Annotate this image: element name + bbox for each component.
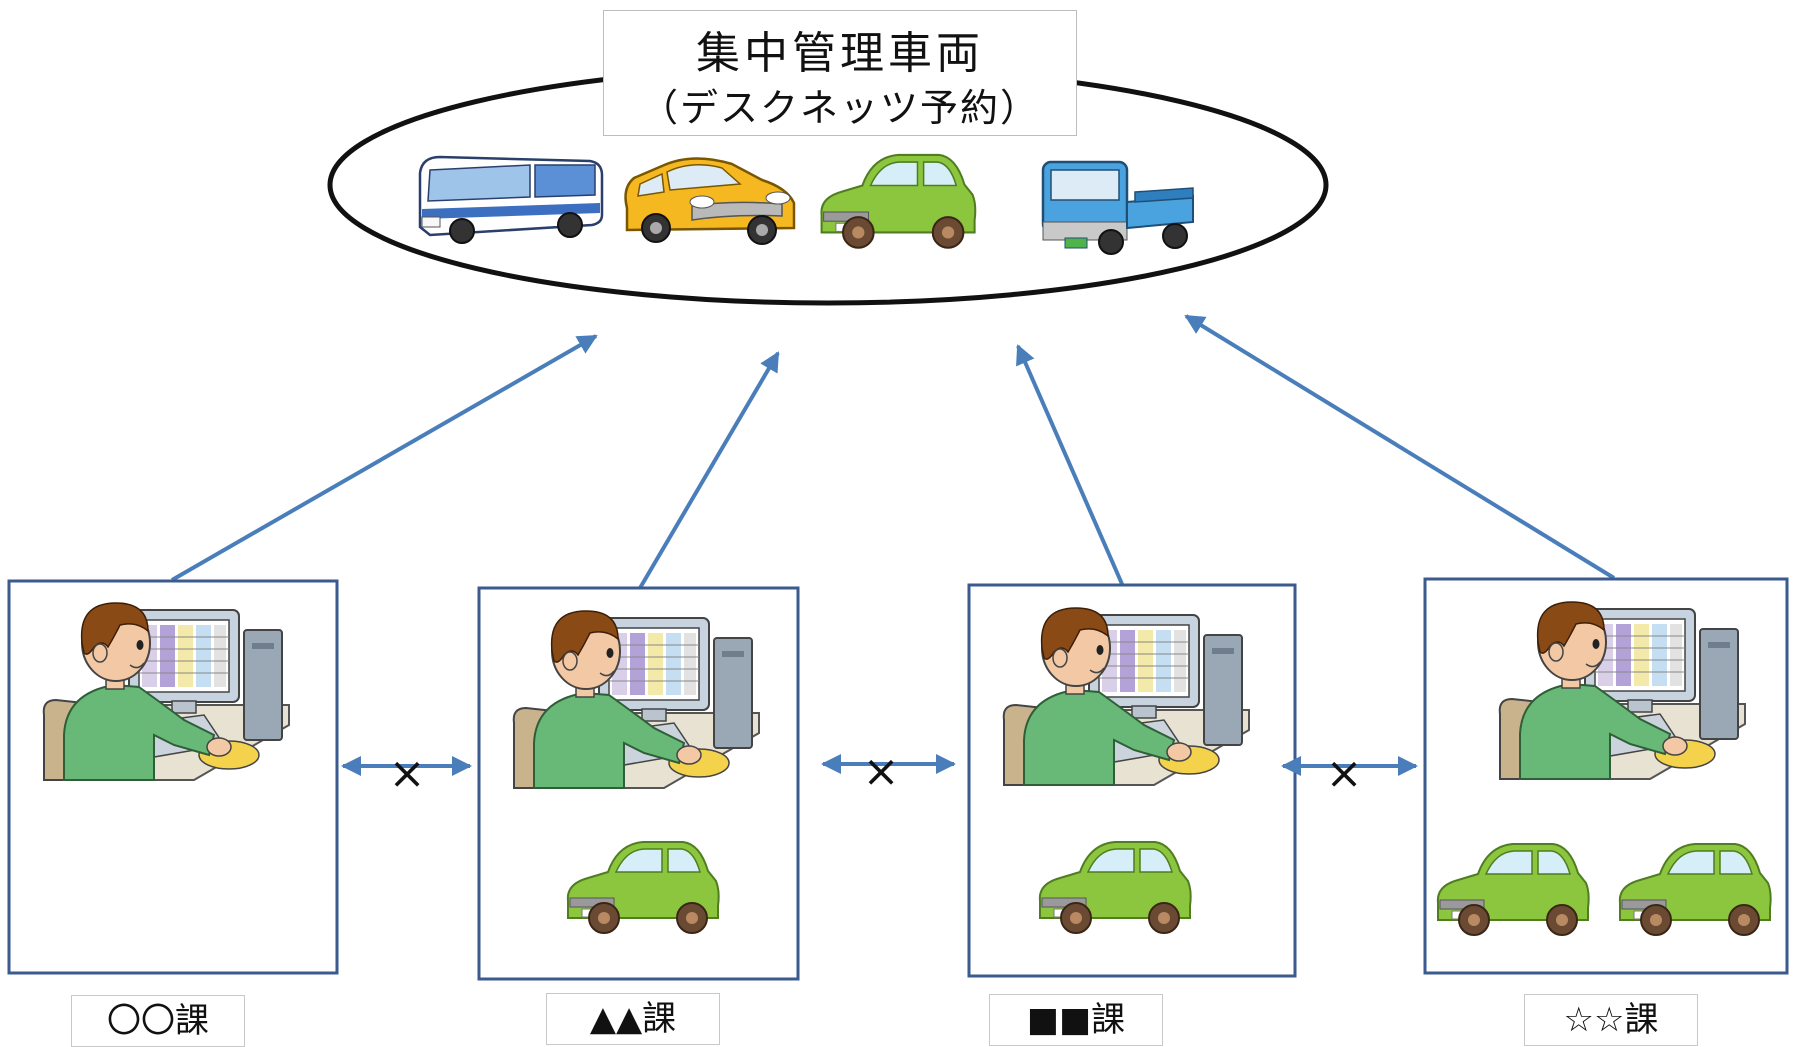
arrow-dept1-to-pool [171, 334, 598, 582]
arrow-dept3-to-pool [1016, 344, 1124, 585]
dept-label-3: ■■課 [989, 994, 1163, 1046]
pool-title-box: 集中管理車両 （デスクネッツ予約） [603, 10, 1077, 136]
bus-icon [418, 155, 604, 244]
arrow-dept2-to-pool [638, 351, 780, 590]
cross-mark-1: × [389, 748, 426, 799]
dept-label-1: 〇〇課 [71, 995, 245, 1047]
cross-mark-2: × [863, 746, 900, 797]
dept-label-2: ▲▲課 [546, 993, 720, 1045]
dept-label-4: ☆☆課 [1524, 994, 1698, 1046]
pool-subtitle: （デスクネッツ予約） [639, 86, 1040, 130]
yellow-car-icon [624, 157, 796, 245]
truck-icon [1041, 160, 1194, 255]
pool-title: 集中管理車両 [696, 28, 984, 79]
arrow-dept4-to-pool [1184, 314, 1616, 580]
cross-mark-3: × [1326, 748, 1363, 799]
